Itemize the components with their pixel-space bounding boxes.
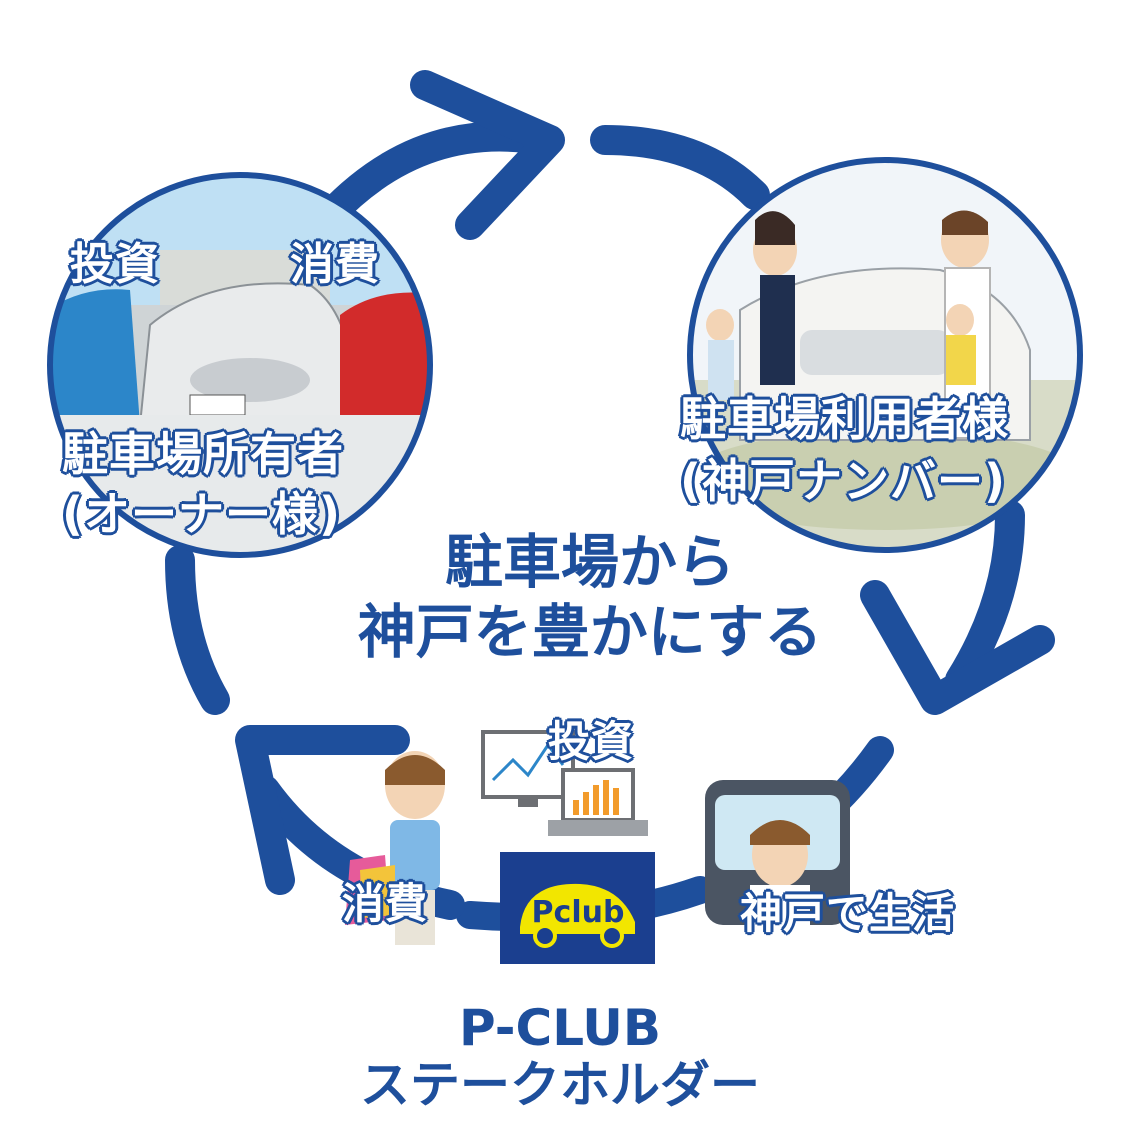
user-title-line2: (神戸ナンバー) (680, 454, 1007, 508)
arrowhead-top (410, 70, 565, 240)
owner-title-line2: (オーナー様) (62, 487, 342, 541)
pclub-logo-text: Pclub (532, 895, 625, 930)
arc-top-right (590, 125, 770, 210)
driver-illustration (705, 780, 850, 925)
arrowhead-right (860, 580, 1055, 715)
monitor-chart-icon (481, 730, 648, 836)
stakeholder-consume-label: 消費 (342, 879, 429, 928)
stakeholder-title-line2: ステークホルダー (360, 1056, 760, 1114)
center-message: 駐車場から 神戸を豊かにする (300, 527, 880, 667)
arc-right (945, 500, 1025, 695)
center-line1: 駐車場から (444, 528, 735, 596)
arrowhead-left (235, 725, 410, 895)
owner-invest-label: 投資 (70, 239, 160, 290)
owner-title-line1: 駐車場所有者 (62, 427, 344, 481)
stakeholder-title-line1: P-CLUB (458, 999, 661, 1057)
arc-left (165, 545, 230, 715)
user-circle-illustration (687, 157, 1083, 553)
user-title-line1: 駐車場利用者様 (680, 392, 1009, 446)
pclub-logo: Pclub (500, 852, 655, 964)
pclub-logo-mark: Pclub (520, 883, 635, 948)
stakeholder-title: P-CLUB ステークホルダー (300, 1000, 820, 1114)
owner-circle-illustration (47, 172, 433, 558)
center-line2: 神戸を豊かにする (357, 598, 823, 666)
shopper-illustration (345, 751, 445, 945)
owner-consume-label: 消費 (290, 239, 380, 290)
stakeholder-invest-label: 投資 (548, 717, 635, 766)
stakeholder-living-label: 神戸で生活 (740, 889, 956, 938)
